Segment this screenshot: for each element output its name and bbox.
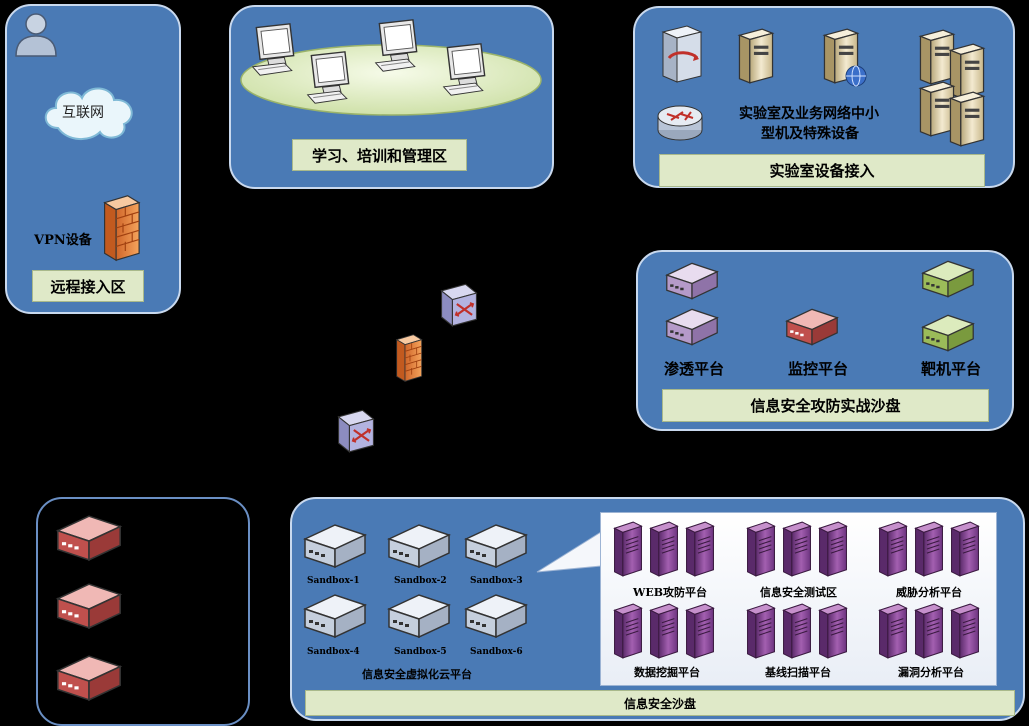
lab-desc-line1: 实验室及业务网络中小 (739, 106, 879, 122)
platform-label: 数据挖掘平台 (634, 666, 700, 679)
server-rack-icon (951, 603, 979, 659)
sandbox-server-icon (304, 594, 366, 638)
access-switch-icon (337, 409, 375, 453)
server-rack-icon (819, 603, 847, 659)
security-sandbox-title: 信息安全沙盘 (305, 690, 1015, 716)
sandbox-server-icon (304, 524, 366, 568)
server-rack-icon (951, 521, 979, 577)
sandbox-server-icon (388, 524, 450, 568)
attack-defense-zone-title: 信息安全攻防实战沙盘 (662, 389, 989, 422)
sandbox-label: Sandbox-1 (307, 576, 360, 586)
server-rack-icon (614, 603, 642, 659)
server-rack-icon (783, 521, 811, 577)
target-platform-label: 靶机平台 (921, 360, 982, 378)
core-switch-icon (440, 283, 478, 327)
monitor-device-icon (785, 308, 839, 346)
cloud-label: 互联网 (62, 105, 104, 121)
vpn-firewall-icon (104, 195, 140, 261)
platform-label: 漏洞分析平台 (898, 666, 964, 679)
sandbox-server-icon (465, 524, 527, 568)
firewall-icon (396, 334, 423, 382)
server-rack-icon (915, 603, 943, 659)
server-rack-icon (879, 603, 907, 659)
learning-zone-title: 学习、培训和管理区 (292, 139, 467, 171)
penetration-device-icon (665, 262, 719, 300)
target-device-icon (921, 314, 975, 352)
server-icon (738, 28, 774, 84)
server-rack-icon (614, 521, 642, 577)
server-rack-icon (879, 521, 907, 577)
server-cluster-icon (949, 91, 985, 147)
platform-label: WEB攻防平台 (633, 586, 708, 599)
workstation-icon (442, 43, 486, 96)
red-device-icon (55, 583, 123, 630)
lab-desc-line2: 型机及特殊设备 (761, 126, 859, 142)
server-rack-icon (650, 521, 678, 577)
blade-server-icon (661, 25, 703, 83)
platform-label: 基线扫描平台 (765, 666, 831, 679)
server-rack-icon (650, 603, 678, 659)
sandbox-label: Sandbox-6 (470, 647, 523, 657)
server-rack-icon (747, 521, 775, 577)
workstation-icon (306, 51, 350, 104)
server-rack-icon (819, 521, 847, 577)
red-device-icon (55, 515, 123, 562)
internet-cloud-icon (44, 87, 133, 140)
globe-icon (845, 65, 867, 87)
server-rack-icon (686, 521, 714, 577)
sandbox-label: Sandbox-2 (394, 576, 447, 586)
server-rack-icon (783, 603, 811, 659)
router-icon (657, 105, 703, 141)
penetration-platform-label: 渗透平台 (664, 360, 725, 378)
red-device-icon (55, 655, 123, 702)
sandbox-label: Sandbox-5 (394, 647, 447, 657)
virtualization-cloud-title: 信息安全虚拟化云平台 (362, 668, 472, 681)
workstation-icon (251, 23, 295, 76)
sandbox-label: Sandbox-4 (307, 647, 360, 657)
vpn-device-label: VPN设备 (34, 233, 92, 248)
workstation-icon (374, 19, 418, 72)
sandbox-server-icon (388, 594, 450, 638)
platform-label: 信息安全测试区 (760, 586, 837, 599)
penetration-device-icon (665, 308, 719, 346)
remote-zone-title: 远程接入区 (32, 270, 144, 302)
sandbox-label: Sandbox-3 (470, 576, 523, 586)
sandbox-server-icon (465, 594, 527, 638)
user-icon (15, 13, 57, 57)
server-rack-icon (686, 603, 714, 659)
callout-pointer (536, 531, 602, 573)
target-device-icon (921, 260, 975, 298)
server-rack-icon (915, 521, 943, 577)
server-rack-icon (747, 603, 775, 659)
platform-label: 威胁分析平台 (896, 586, 962, 599)
monitoring-platform-label: 监控平台 (788, 360, 849, 378)
lab-zone-title: 实验室设备接入 (659, 154, 985, 187)
